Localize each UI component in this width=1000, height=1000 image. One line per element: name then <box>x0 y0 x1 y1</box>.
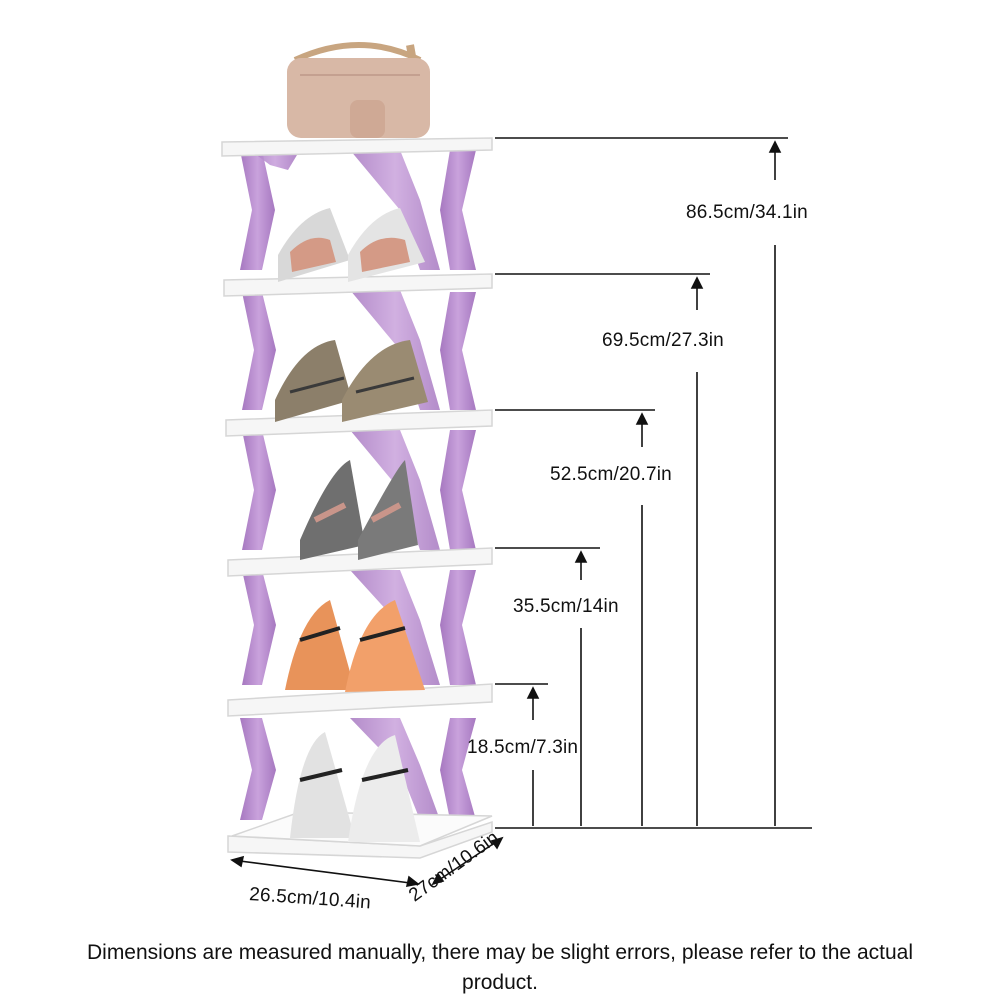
sneakers-grey <box>278 208 425 282</box>
shelf-top <box>221 137 493 157</box>
shelf-3 <box>227 547 493 577</box>
height-dimension-lines <box>495 137 812 829</box>
shoe-rack <box>221 42 493 859</box>
height-label-52-5cm: 52.5cm/20.7in <box>550 464 672 485</box>
boots-olive <box>275 340 428 422</box>
sneakers-white <box>290 732 420 842</box>
height-label-69-5cm: 69.5cm/27.3in <box>602 330 724 351</box>
shelf-4 <box>225 409 493 437</box>
height-label-35-5cm: 35.5cm/14in <box>513 596 619 617</box>
shelf-5 <box>223 273 493 297</box>
footprint-dimension-lines <box>230 836 504 888</box>
heels-grey <box>300 460 418 560</box>
height-label-86-5cm: 86.5cm/34.1in <box>686 202 808 223</box>
height-label-18-5cm: 18.5cm/7.3in <box>467 737 579 758</box>
handbag <box>287 42 430 138</box>
sneakers-orange <box>285 600 425 692</box>
disclaimer-caption: Dimensions are measured manually, there … <box>86 941 913 994</box>
